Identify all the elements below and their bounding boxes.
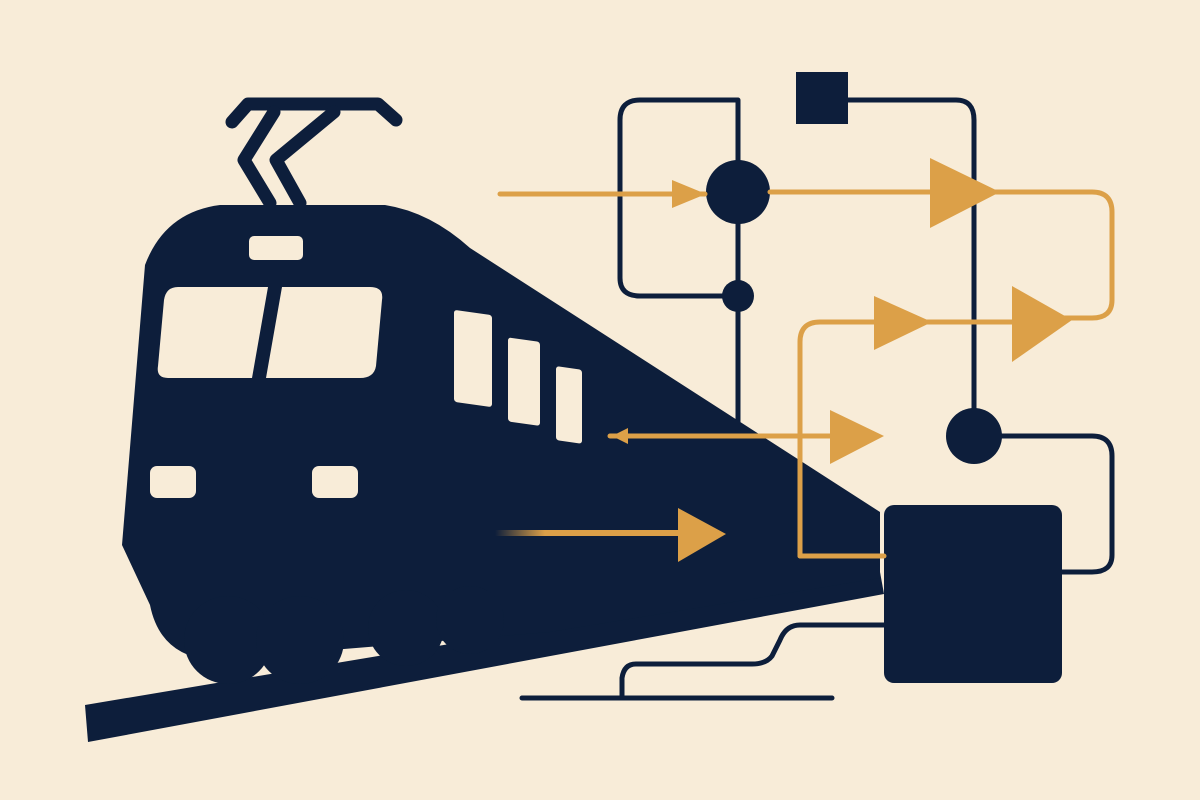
arrow-head-1 <box>672 180 706 208</box>
chip-small <box>796 72 848 124</box>
marker-light <box>249 236 303 260</box>
arrow-head-5 <box>830 410 884 464</box>
arrow-head-3 <box>874 296 932 350</box>
pantograph <box>225 97 403 210</box>
wheels <box>184 586 504 684</box>
circuit-diagram-icon <box>519 72 1115 701</box>
fading-signal-line <box>495 530 695 536</box>
side-window-3 <box>556 366 582 444</box>
arrow-head-7 <box>678 508 726 562</box>
arrow-head-4 <box>1012 286 1072 362</box>
chip-large <box>884 505 1062 683</box>
node-top <box>706 160 770 224</box>
headlight-left <box>150 466 196 498</box>
side-window-1 <box>454 310 492 407</box>
windshield-left <box>157 287 268 378</box>
side-window-2 <box>508 337 540 426</box>
rail-track <box>85 572 884 742</box>
node-mid <box>722 280 754 312</box>
windshield-right <box>266 287 383 378</box>
node-right <box>946 408 1002 464</box>
headlight-right <box>312 466 358 498</box>
arrow-head-6 <box>612 428 628 444</box>
circuit-wires <box>519 97 1115 701</box>
arrow-head-2 <box>930 158 1000 228</box>
signal-arrows <box>495 158 1115 562</box>
